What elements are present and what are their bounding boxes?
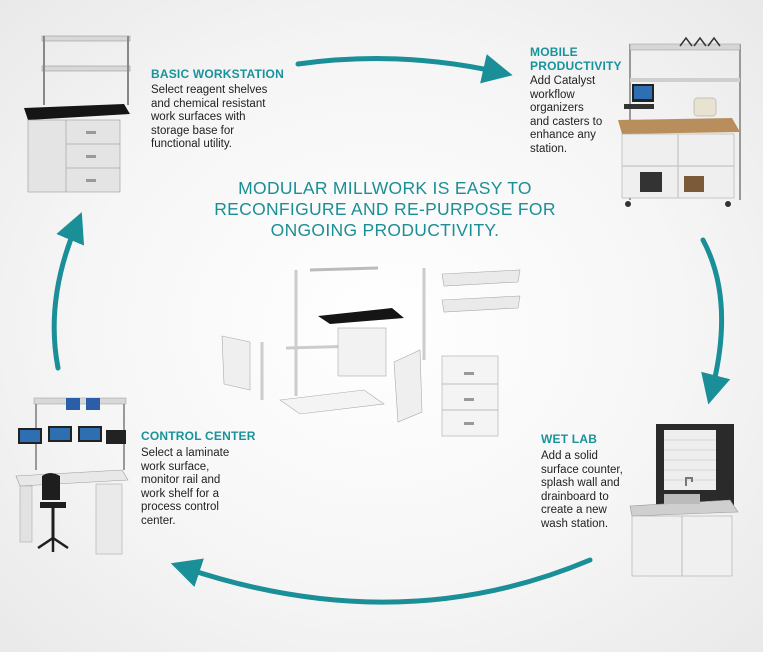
wet-lab-description: Add a solid surface counter, splash wall…	[541, 450, 623, 531]
wet-lab-line: drainboard to	[541, 490, 609, 503]
control-center-title: CONTROL CENTER	[141, 429, 256, 443]
control-center-line: work shelf for a	[141, 487, 219, 500]
mobile-productivity-line: enhance any	[530, 129, 596, 141]
wet-lab-line: Add a solid	[541, 450, 598, 462]
basic-workstation-line: storage base for	[151, 124, 235, 137]
mobile-productivity-line: station.	[530, 142, 568, 155]
mobile-productivity-line: Add Catalyst	[530, 75, 596, 87]
basic-workstation-line: work surfaces with	[151, 111, 246, 123]
arrow-bottom	[170, 557, 593, 605]
basic-workstation-description: Select reagent shelves and chemical resi…	[151, 84, 267, 152]
headline-line-1: MODULAR MILLWORK IS EASY TO	[238, 178, 532, 198]
wet-lab-line: create a new	[541, 504, 607, 516]
headline-line-3: ONGOING PRODUCTIVITY.	[270, 220, 500, 240]
wet-lab-line: splash wall and	[541, 477, 620, 489]
mobile-productivity-description: Add Catalyst workflow organizers and cas…	[530, 75, 602, 156]
mobile-productivity-line: workflow	[530, 88, 575, 101]
basic-workstation-title: BASIC WORKSTATION	[151, 67, 284, 81]
arrow-right	[700, 237, 731, 405]
mobile-productivity-title-line: PRODUCTIVITY	[530, 59, 622, 73]
basic-workstation-line: and chemical resistant	[151, 97, 266, 110]
arrow-top	[295, 54, 513, 84]
basic-workstation-line: Select reagent shelves	[151, 84, 268, 96]
wet-lab-title: WET LAB	[541, 432, 598, 446]
arrow-left	[51, 212, 85, 371]
mobile-productivity-title: MOBILE PRODUCTIVITY	[530, 45, 622, 73]
headline-line-2: RECONFIGURE AND RE-PURPOSE FOR	[214, 199, 556, 219]
control-center-line: process control	[141, 501, 219, 513]
basic-workstation-line: functional utility.	[151, 138, 232, 150]
mobile-productivity-line: and casters to	[530, 115, 603, 128]
mobile-productivity-title-line: MOBILE	[530, 45, 578, 59]
control-center-line: work surface,	[141, 460, 210, 473]
control-center-line: center.	[141, 514, 176, 527]
control-center-line: Select a laminate	[141, 447, 230, 459]
wet-lab-line: wash station.	[541, 517, 609, 530]
mobile-productivity-line: organizers	[530, 102, 584, 114]
control-center-line: monitor rail and	[141, 474, 221, 486]
control-center-description: Select a laminate work surface, monitor …	[141, 447, 229, 528]
headline: MODULAR MILLWORK IS EASY TO RECONFIGURE …	[205, 178, 565, 241]
wet-lab-line: surface counter,	[541, 463, 623, 476]
